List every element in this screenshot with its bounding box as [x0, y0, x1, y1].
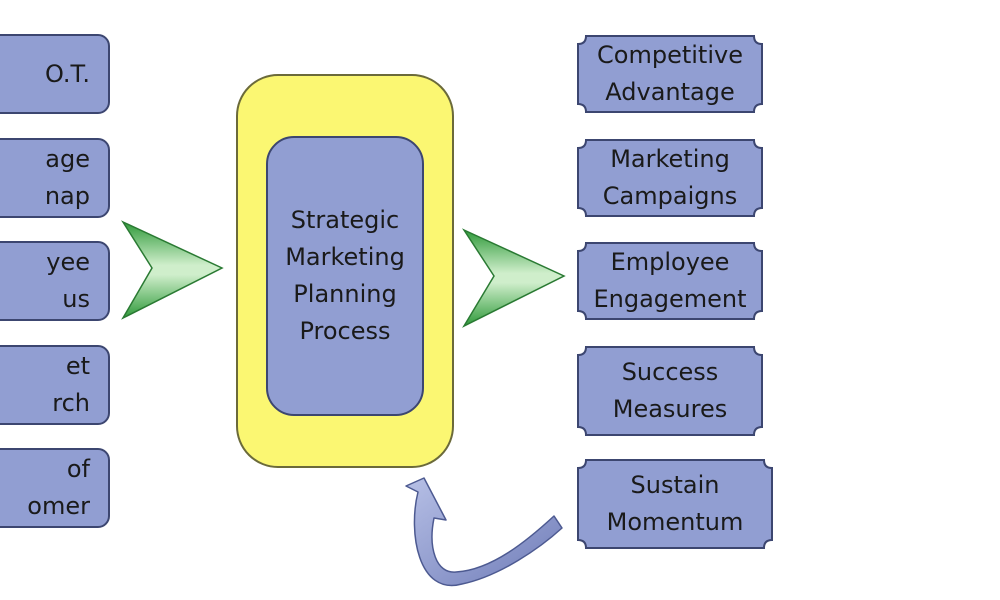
- plaque-shape: [577, 346, 763, 436]
- input-box-label: age nap: [44, 145, 90, 210]
- chevron-right-icon: [461, 228, 566, 328]
- output-box-sustain-momentum: Sustain Momentum: [576, 458, 774, 550]
- output-box-marketing-campaigns: Marketing Campaigns: [576, 138, 764, 218]
- chevron-right-icon: [121, 220, 224, 320]
- output-box-label: Employee Engagement: [593, 248, 747, 313]
- output-box-label: Marketing Campaigns: [602, 145, 738, 210]
- plaque-shape: [577, 242, 763, 320]
- core-process-box: Strategic Marketing Planning Process: [266, 136, 424, 416]
- input-box-label: et rch: [52, 352, 90, 417]
- input-box-swot: O.T.: [0, 34, 110, 114]
- input-box-label: O.T.: [45, 59, 90, 88]
- output-box-employee-engagement: Employee Engagement: [576, 241, 764, 321]
- output-box-success-measures: Success Measures: [576, 345, 764, 437]
- plaque-shape: [577, 459, 773, 549]
- curved-return-arrow-icon: [405, 477, 563, 587]
- core-process-label: Strategic Marketing Planning Process: [285, 206, 405, 345]
- output-box-label: Success Measures: [612, 358, 728, 423]
- output-box-label: Sustain Momentum: [606, 471, 744, 536]
- input-box-voice-of-customer: of omer: [0, 448, 110, 528]
- output-box-competitive-advantage: Competitive Advantage: [576, 34, 764, 114]
- input-box-market-research: et rch: [0, 345, 110, 425]
- input-box-leverage-map: age nap: [0, 138, 110, 218]
- output-box-label: Competitive Advantage: [597, 41, 743, 106]
- plaque-shape: [577, 139, 763, 217]
- plaque-shape: [577, 35, 763, 113]
- input-box-employee-focus: yee us: [0, 241, 110, 321]
- input-box-label: yee us: [46, 248, 90, 313]
- input-box-label: of omer: [27, 455, 90, 520]
